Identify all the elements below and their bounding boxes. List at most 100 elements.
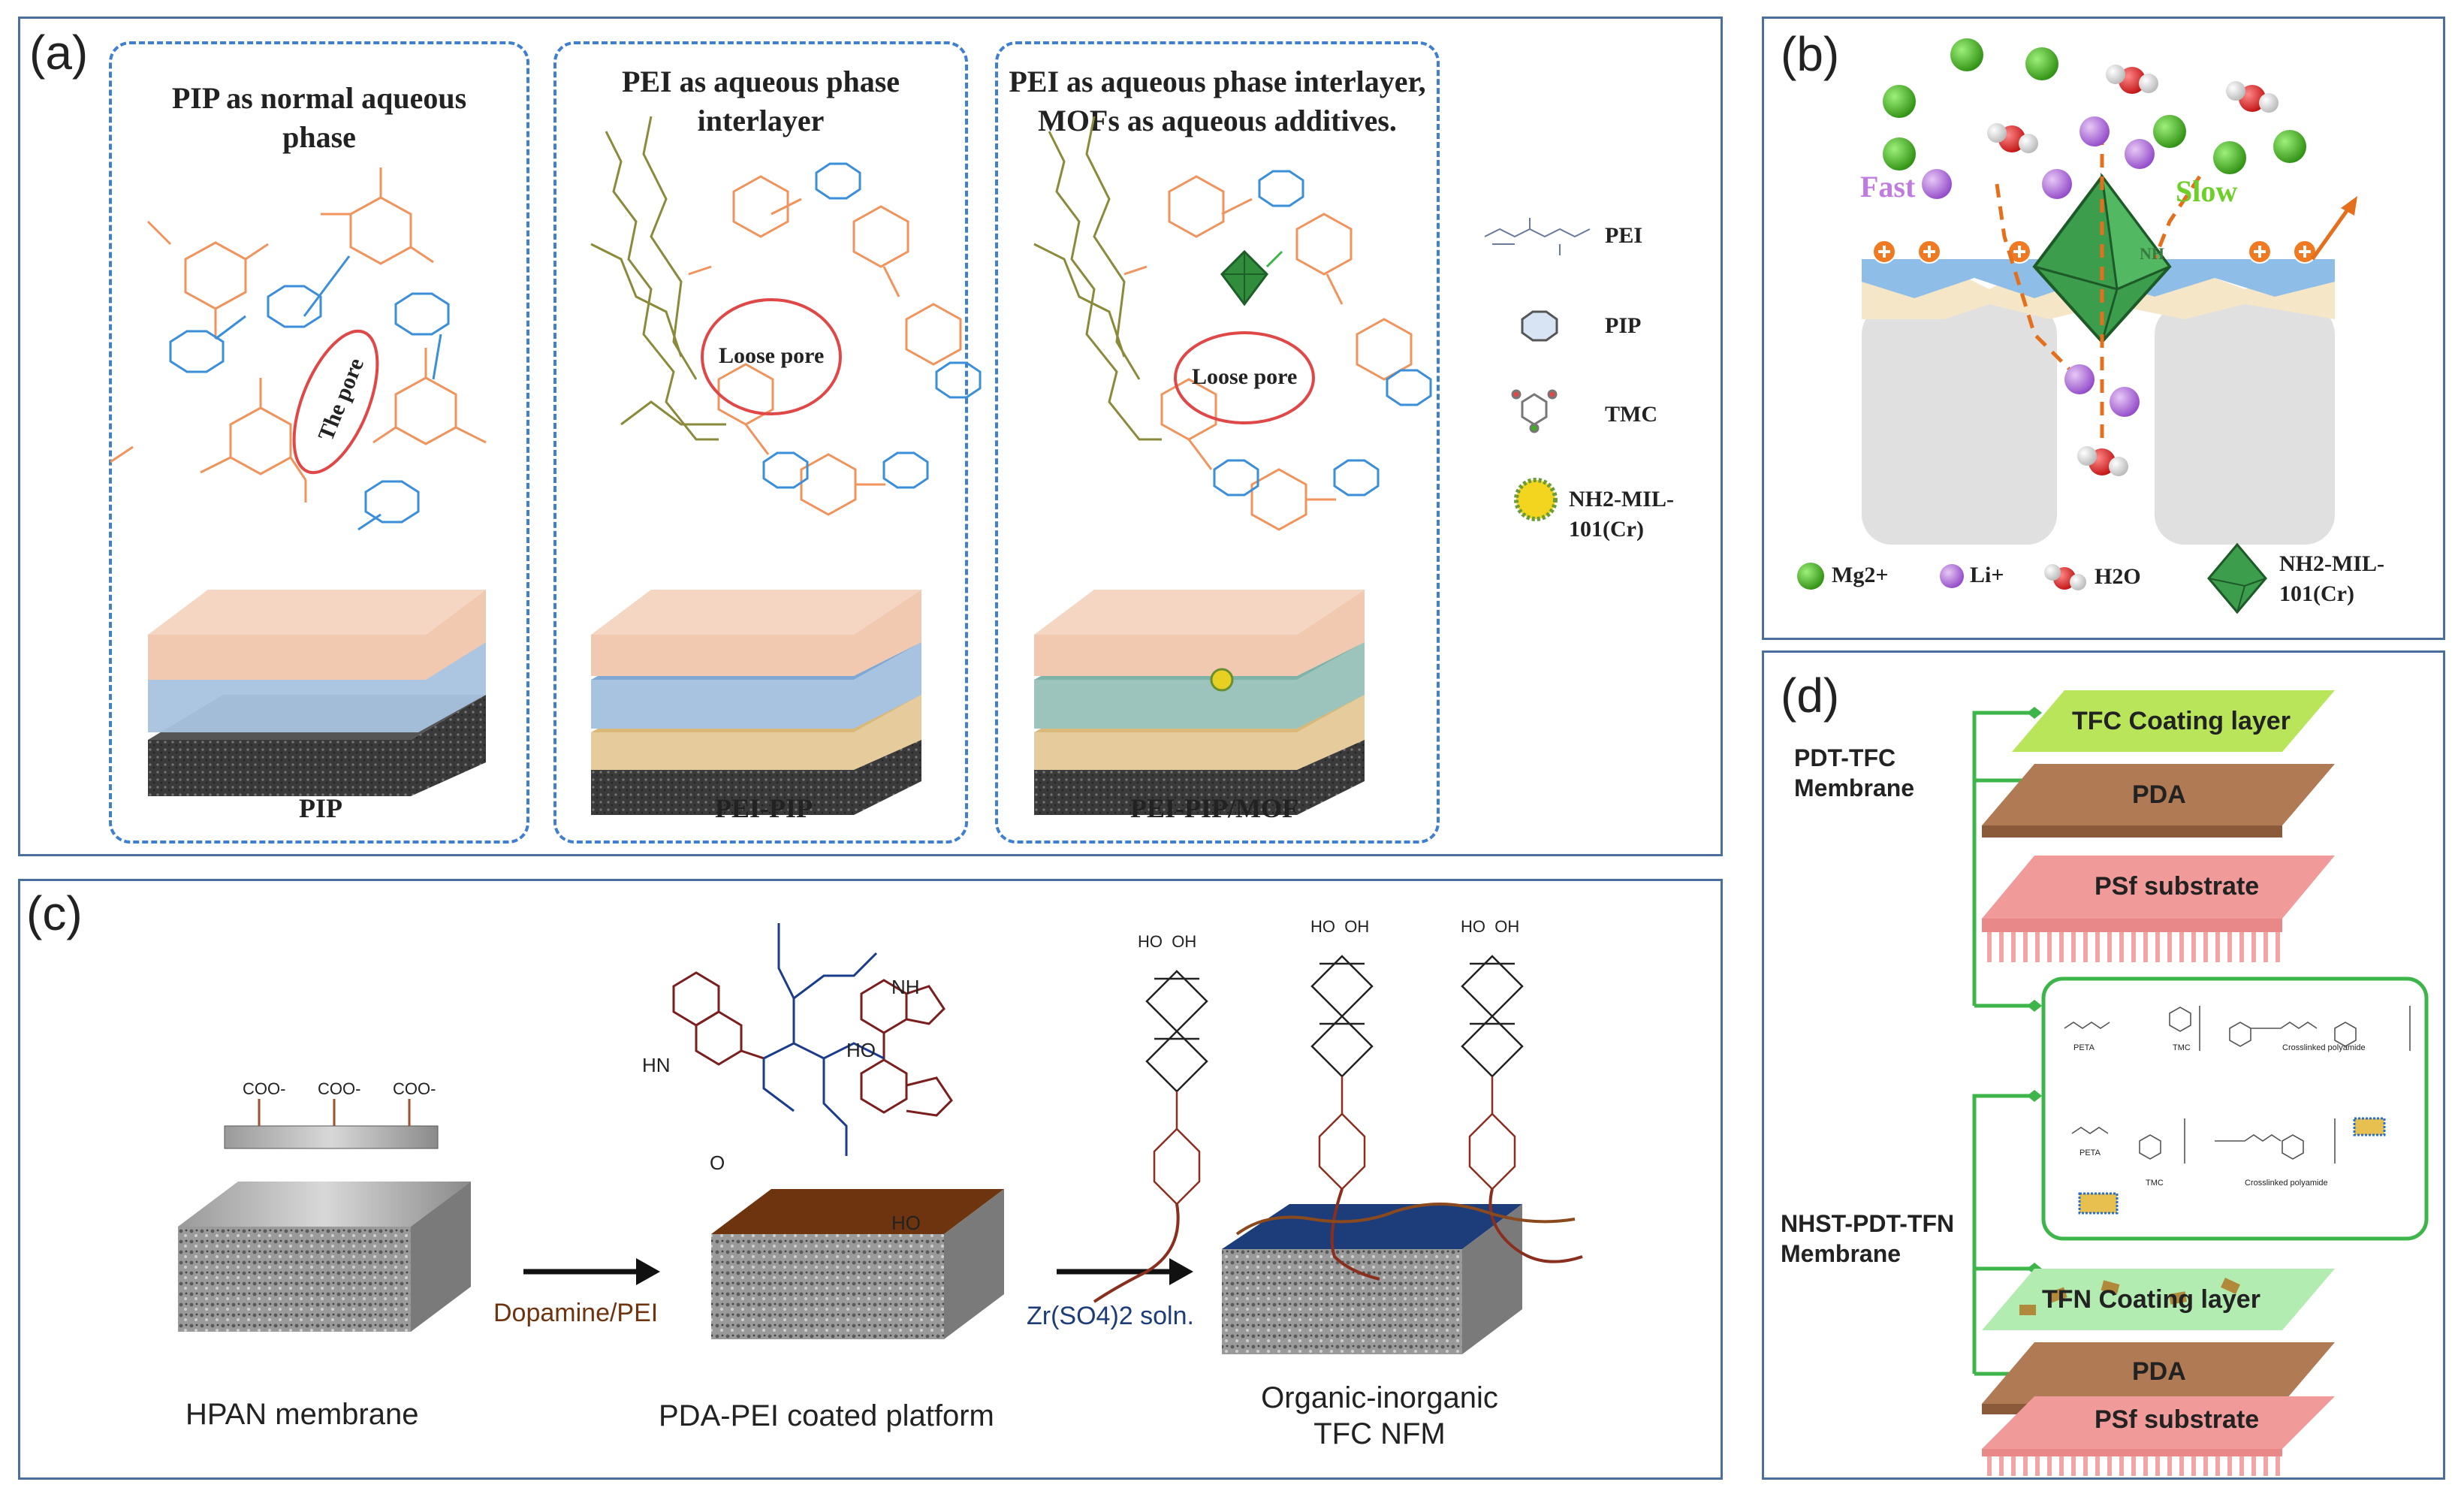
legend-pip-label: PIP [1605, 313, 1642, 338]
col3-mof-crystal [1220, 249, 1283, 306]
legend-h2o-label: H2O [2095, 564, 2141, 589]
panel-b-label: (b) [1781, 27, 1840, 81]
reaction-frame [2041, 976, 2429, 1241]
fast-label: Fast [1860, 170, 1916, 204]
step2-label: Zr(SO4)2 soln. [1027, 1302, 1194, 1330]
pda-top-label: PDA [2132, 780, 2186, 809]
panel-c-label: (c) [26, 886, 83, 940]
col2-network [590, 116, 982, 516]
col3-caption: PEI-PIP/MOF [1130, 793, 1298, 823]
reaction-2-structure [2071, 1118, 2336, 1163]
reaction2-tmc: TMC [2146, 1179, 2164, 1188]
panel-d: (d) [1762, 650, 2445, 1480]
coo-label-3: COO- [393, 1079, 436, 1098]
legend-mof-icon-b [2207, 542, 2267, 614]
hpan-block [178, 1182, 471, 1332]
pda-pei-block [711, 1189, 1004, 1339]
caption-organic-inorganic: Organic-inorganic [1261, 1381, 1498, 1414]
col3-pore-label: Loose pore [1192, 364, 1298, 389]
panel-d-drawing [1972, 690, 2429, 1476]
col1-polyamide-network [110, 168, 487, 531]
col2-membrane-stack [591, 590, 921, 815]
panel-a-column-pei-pip [553, 41, 968, 844]
reaction1-peta: PETA [2073, 1043, 2095, 1052]
slow-label: Slow [2176, 174, 2238, 208]
surface-strands [1235, 1203, 1576, 1236]
psf-bottom-label: PSf substrate [2095, 1405, 2260, 1434]
reaction2-polyamide: Crosslinked polyamide [2245, 1179, 2328, 1188]
legend-pei-label: PEI [1605, 223, 1643, 248]
caption-pda-pei: PDA-PEI coated platform [659, 1399, 994, 1432]
legend-li-label: Li+ [1970, 563, 2004, 587]
col2-caption: PEI-PIP [715, 793, 813, 823]
pda-layer-bottom [1982, 1342, 2335, 1404]
panel-b-drawing [1797, 38, 2357, 614]
panel-c: (c) [18, 879, 1723, 1480]
legend-tmc-label: TMC [1605, 402, 1657, 427]
tfc-nfm-block [1222, 1204, 1522, 1354]
col1-pore-ellipse [292, 329, 379, 475]
hpan-surface-strip [224, 1099, 439, 1149]
col1-caption: PIP [299, 793, 342, 823]
pda-pei-structure [672, 923, 953, 1156]
panel-a: (a) PIP as normal aqueous phase PEI as a… [18, 17, 1723, 856]
col2-pore-ellipse [701, 298, 842, 415]
col3-title: PEI as aqueous phase interlayer, MOFs as… [1009, 65, 1426, 137]
col2-title: PEI as aqueous phase interlayer [621, 65, 900, 137]
mof-octahedron-icon [2032, 172, 2172, 344]
legend-pip-icon [1521, 310, 1558, 342]
zr-structure-2 [1310, 955, 1380, 1281]
coo-label-2: COO- [318, 1079, 361, 1098]
col1-title: PIP as normal aqueous phase [171, 81, 467, 154]
legend-mof-icon [1514, 478, 1558, 521]
step1-label: Dopamine/PEI [493, 1299, 659, 1327]
legend-water-icon [2044, 564, 2086, 590]
legend-pei-icon [1484, 218, 1591, 255]
pda-layer-top-side [1982, 825, 2282, 838]
slow-path-arrow [2152, 175, 2202, 260]
col3-network [1033, 116, 1432, 531]
panel-a-drawings [110, 116, 1591, 815]
pdt-tfc-membrane-label: PDT-TFC Membrane [1794, 744, 1915, 801]
tfn-coating-layer [1982, 1269, 2335, 1330]
col1-membrane-stack [148, 590, 486, 796]
water-molecules [1987, 65, 2279, 476]
chem-hn-label: HN [642, 1054, 671, 1076]
panel-c-drawing [178, 923, 1583, 1354]
tfn-nanosheets [2019, 1278, 2240, 1315]
legend-mg-label: Mg2+ [1832, 563, 1889, 587]
legend-mof-label: NH2-MIL-101(Cr) [1569, 487, 1674, 542]
panel-b: (b) [1762, 17, 2445, 640]
nanosheet-icons [2078, 1117, 2386, 1215]
fast-path-arrow [1995, 183, 2073, 373]
col2-pore-label: Loose pore [719, 343, 825, 368]
panel-d-label: (d) [1781, 669, 1840, 723]
reaction1-tmc: TMC [2173, 1043, 2191, 1052]
caption-hpan: HPAN membrane [185, 1398, 419, 1431]
col3-pore-ellipse [1174, 331, 1315, 424]
chem-ho-label: HO [846, 1039, 876, 1061]
chem-nh-label: NH [891, 976, 920, 998]
tfc-coating-layer-label: TFC Coating layer [2072, 707, 2291, 735]
reaction-1-structure [2064, 1006, 2411, 1051]
legend-mof-label-b: NH2-MIL-101(Cr) [2279, 551, 2384, 606]
caption-tfc-nfm: TFC NFM [1313, 1417, 1446, 1450]
legend-mg-icon [1797, 563, 1824, 590]
pda-layer-top [1982, 764, 2335, 825]
chem-hoh-label-2: HO OH [1310, 917, 1370, 936]
tfc-coating-layer [2012, 690, 2335, 752]
coo-label-1: COO- [243, 1079, 286, 1098]
chem-hoh-label-3: HO OH [1461, 917, 1520, 936]
panel-a-label: (a) [29, 26, 89, 80]
mg-ions [1883, 38, 2306, 174]
reaction2-peta: PETA [2079, 1148, 2101, 1157]
legend-tmc-icon [1511, 389, 1558, 433]
psf-substrate-top [1982, 856, 2335, 962]
zr-structure-1 [1093, 970, 1208, 1303]
tfn-coating-layer-label: TFN Coating layer [2042, 1285, 2260, 1314]
support-right [2155, 304, 2335, 545]
chem-o-label: O [710, 1151, 725, 1174]
nh-label: NH [2140, 244, 2164, 263]
li-ions [1922, 116, 2155, 417]
support-left [1862, 304, 2057, 545]
